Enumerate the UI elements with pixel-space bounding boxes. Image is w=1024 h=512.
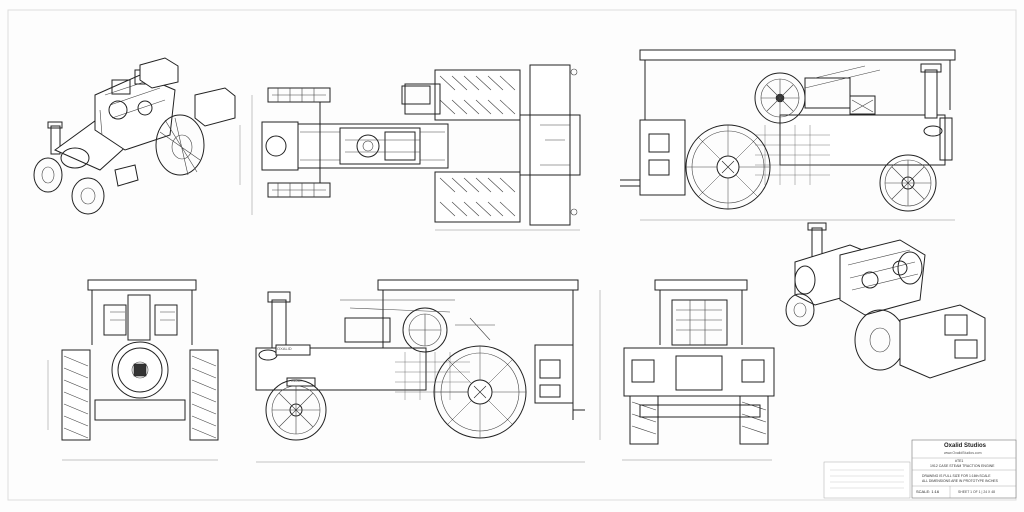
title-block-frame	[823, 439, 1017, 499]
scale-value: SCALE: 1:16	[916, 489, 940, 494]
drawing-number: #TE1	[955, 459, 964, 463]
side-elevation-left	[255, 279, 601, 463]
studio-website: www.OxalidStudios.com	[944, 451, 982, 455]
plan-view-top	[239, 64, 581, 231]
drawing-title: 1912 CASE STEAM TRACTION ENGINE	[930, 464, 995, 468]
units-note: ALL DIMENSIONS ARE IN PROTOTYPE INCHES	[922, 479, 998, 483]
scale-note: DRAWING IS FULL SIZE FOR 1:16th SCALE	[922, 474, 991, 478]
isometric-view-front	[33, 57, 236, 215]
isometric-view-rear	[785, 222, 986, 379]
sheet-border	[7, 9, 1017, 501]
boiler-plate-lower: CASE	[291, 378, 302, 383]
front-elevation	[47, 279, 219, 461]
studio-name: Oxalid Studios	[944, 443, 987, 449]
boiler-plate-upper: OXALID	[277, 346, 292, 351]
sheet-number: SHEET 1 OF 1 | 24 X 48	[958, 490, 996, 494]
side-elevation-right	[620, 49, 956, 221]
rear-elevation	[622, 279, 775, 461]
